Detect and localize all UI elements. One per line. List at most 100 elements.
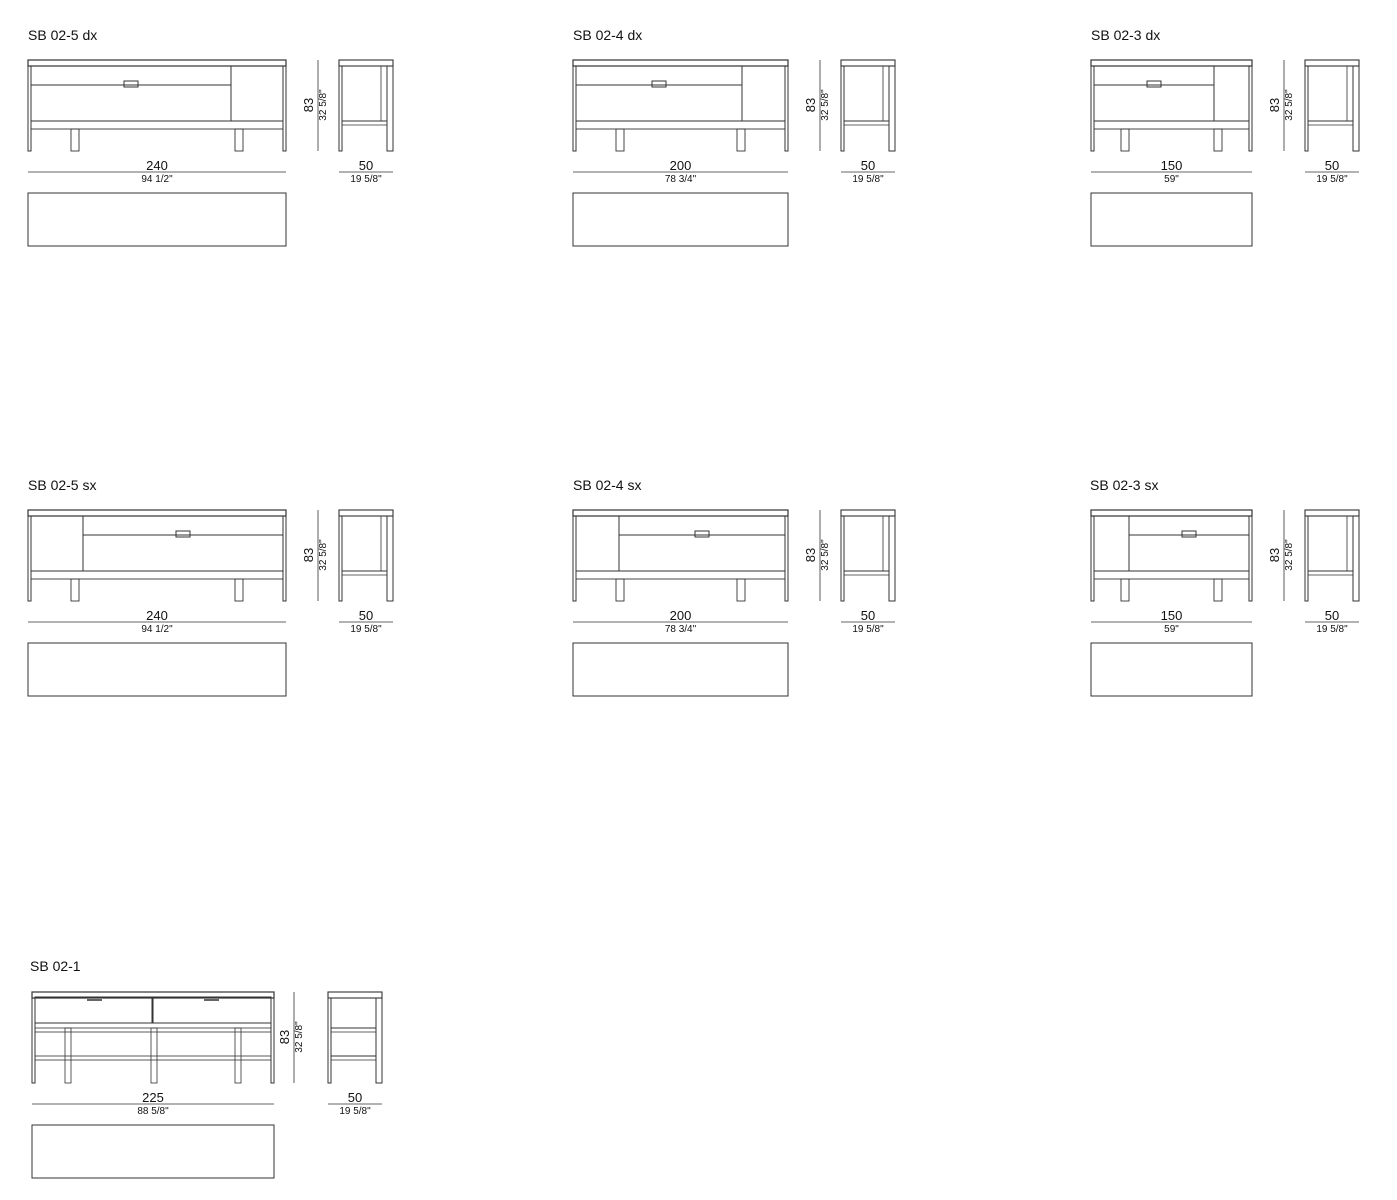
side-top-slab <box>840 59 896 67</box>
depth-in-label: 19 5/8" <box>350 174 382 185</box>
lower-compartment <box>30 84 232 122</box>
height-in-label: 32 5/8" <box>820 89 831 121</box>
depth-in-label: 19 5/8" <box>1316 174 1348 185</box>
depth-cm-label: 50 <box>359 608 373 623</box>
leg-left <box>70 578 80 602</box>
base-rail <box>575 570 786 580</box>
base-rail <box>30 570 284 580</box>
leg-right <box>234 578 244 602</box>
door-panel <box>741 65 786 122</box>
depth-cm-label: 50 <box>861 608 875 623</box>
top-view-outline <box>572 642 789 697</box>
height-cm-label: 83 <box>803 98 818 112</box>
model-label-sb02-1: SB 02-1 <box>30 958 81 974</box>
height-in-label: 32 5/8" <box>318 539 329 571</box>
lower-compartment <box>618 534 786 572</box>
handle-icon <box>1181 530 1197 538</box>
width-cm-label: 200 <box>670 158 692 173</box>
drawer-front <box>575 65 743 86</box>
door-panel <box>30 515 84 572</box>
drawer-front <box>1093 65 1215 86</box>
top-view-outline <box>1090 642 1253 697</box>
front-view <box>27 59 287 152</box>
width-cm-label: 150 <box>1161 158 1183 173</box>
base-rail <box>1093 120 1250 130</box>
side-view <box>840 59 896 152</box>
leg-left <box>1120 578 1130 602</box>
side-leg-front <box>1304 65 1309 152</box>
depth-in-label: 19 5/8" <box>350 624 382 635</box>
leg-left <box>615 128 625 152</box>
drawer-right <box>152 996 272 1024</box>
height-in-label: 32 5/8" <box>318 89 329 121</box>
height-cm-label: 83 <box>301 548 316 562</box>
height-cm-label: 83 <box>803 548 818 562</box>
height-cm-label: 83 <box>301 98 316 112</box>
drawer-front <box>30 65 232 86</box>
lower-compartment <box>82 534 284 572</box>
side-leg-front <box>338 515 343 602</box>
height-in-label: 32 5/8" <box>294 1021 305 1053</box>
front-view <box>31 991 275 1084</box>
top-slab <box>1090 509 1253 517</box>
side-leg-back <box>1352 515 1360 602</box>
lower-compartment <box>1093 84 1215 122</box>
handle-icon <box>1146 80 1162 88</box>
side-leg-back <box>386 515 394 602</box>
side-top-slab <box>327 991 383 999</box>
side-leg-front <box>1304 515 1309 602</box>
drawer-front <box>82 515 284 536</box>
side-leg-front <box>840 515 845 602</box>
model-label-sb02-4-sx: SB 02-4 sx <box>573 477 642 493</box>
top-view-outline <box>1090 192 1253 247</box>
front-view <box>1090 509 1253 602</box>
drawer-front <box>1128 515 1250 536</box>
leg-left <box>1120 128 1130 152</box>
top-view-outline <box>27 192 287 247</box>
leg-left <box>615 578 625 602</box>
top-slab <box>27 59 287 67</box>
base-rail <box>1093 570 1250 580</box>
width-in-label: 78 3/4" <box>665 624 697 635</box>
leg-right <box>1213 578 1223 602</box>
leg <box>64 1027 72 1084</box>
side-top-slab <box>338 59 394 67</box>
side-view <box>840 509 896 602</box>
handle-icon <box>175 530 191 538</box>
base-rail <box>30 120 284 130</box>
handle-icon <box>123 80 139 88</box>
model-label-sb02-3-sx: SB 02-3 sx <box>1090 477 1159 493</box>
side-post-left <box>31 997 36 1084</box>
side-view <box>327 991 383 1084</box>
width-in-label: 88 5/8" <box>137 1106 169 1117</box>
model-label-sb02-4-dx: SB 02-4 dx <box>573 27 643 43</box>
front-view <box>1090 59 1253 152</box>
leg-right <box>736 128 746 152</box>
door-panel <box>1093 515 1130 572</box>
width-in-label: 94 1/2" <box>141 174 173 185</box>
front-view <box>27 509 287 602</box>
depth-in-label: 19 5/8" <box>852 624 884 635</box>
top-slab <box>572 59 789 67</box>
drawer-left <box>34 996 153 1024</box>
side-view <box>338 509 394 602</box>
leg-right <box>234 128 244 152</box>
width-in-label: 78 3/4" <box>665 174 697 185</box>
side-top-slab <box>338 509 394 517</box>
side-leg-back <box>1352 65 1360 152</box>
top-slab <box>27 509 287 517</box>
side-leg-back <box>888 515 896 602</box>
lower-compartment <box>1128 534 1250 572</box>
leg <box>150 1027 158 1084</box>
model-label-sb02-3-dx: SB 02-3 dx <box>1091 27 1161 43</box>
model-label-sb02-5-dx: SB 02-5 dx <box>28 27 98 43</box>
top-slab <box>1090 59 1253 67</box>
height-in-label: 32 5/8" <box>1284 89 1295 121</box>
height-cm-label: 83 <box>1267 548 1282 562</box>
door-panel <box>575 515 620 572</box>
top-view-outline <box>31 1124 275 1179</box>
